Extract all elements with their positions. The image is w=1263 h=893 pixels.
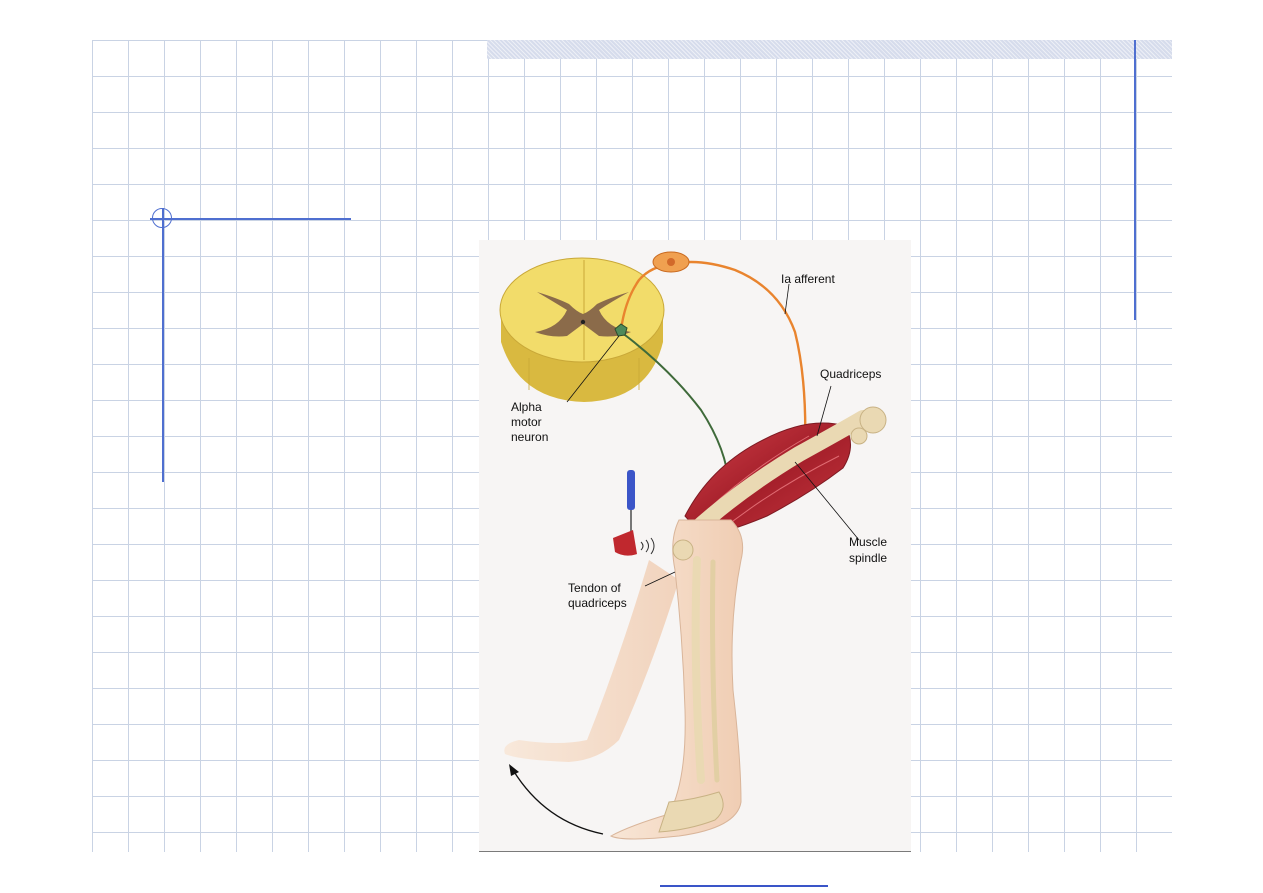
label-leader-lines [566, 283, 860, 587]
label-ia-afferent: Ia afferent [781, 272, 835, 286]
slide-header-band [487, 40, 1172, 59]
knee-jerk-reflex-figure: Ia afferent Quadriceps Alpha motor neuro… [479, 240, 911, 852]
ia-afferent-fiber [619, 251, 807, 451]
femur-bone [685, 406, 887, 540]
label-alpha-line-3: neuron [511, 430, 548, 444]
label-tendon-line-2: quadriceps [568, 596, 627, 610]
label-alpha-line-1: Alpha [511, 400, 542, 414]
label-alpha-line-2: motor [511, 415, 542, 429]
leg-motion-arrow [509, 764, 604, 835]
label-muscle-spindle-line-2: spindle [849, 551, 887, 565]
reflex-hammer-icon [613, 470, 655, 556]
title-underline-rule [150, 218, 351, 220]
label-tendon-line-1: Tendon of [568, 581, 621, 595]
right-vertical-rule [1134, 40, 1136, 320]
extended-leg-outline [504, 560, 679, 762]
reflex-diagram-svg: Ia afferent Quadriceps Alpha motor neuro… [499, 251, 887, 840]
lower-leg [609, 519, 744, 840]
crosshair-circle-ornament [152, 208, 172, 228]
left-vertical-rule [162, 208, 164, 482]
footer-link-underline[interactable] [660, 885, 828, 887]
label-muscle-spindle-line-1: Muscle [849, 535, 887, 549]
figure-bottom-rule [479, 851, 911, 852]
label-quadriceps: Quadriceps [820, 367, 881, 381]
